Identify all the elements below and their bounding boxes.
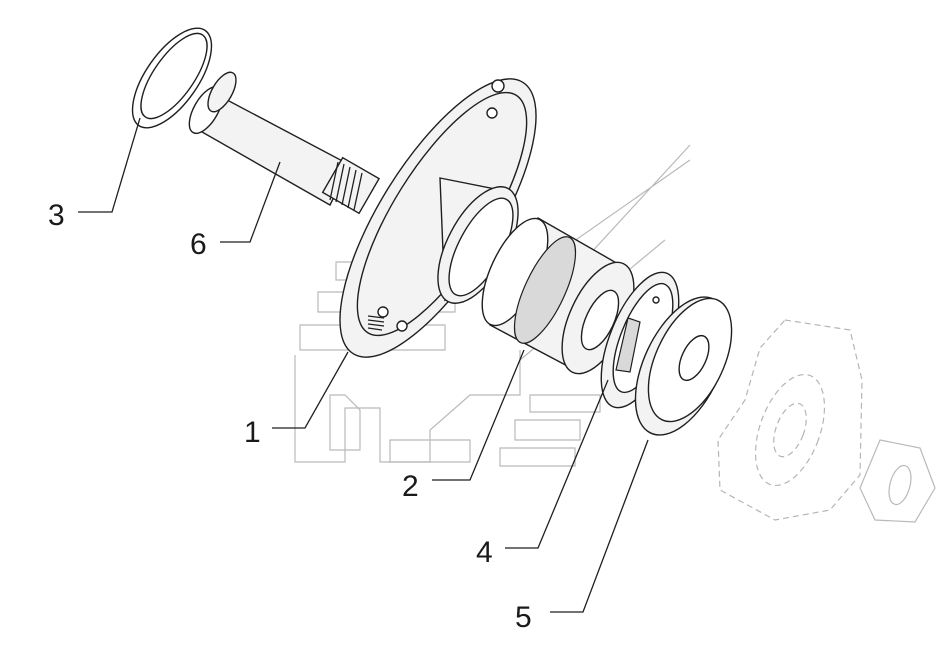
leader-lines <box>78 117 649 613</box>
leader-6 <box>220 161 281 243</box>
callout-3: 3 <box>48 199 65 232</box>
callout-1: 1 <box>244 416 261 449</box>
hub-marking <box>367 315 385 331</box>
leader-5 <box>550 439 649 613</box>
part-3-gasket-ring <box>131 27 213 129</box>
phantom-housing <box>717 319 863 521</box>
callout-5: 5 <box>515 601 532 634</box>
part-1-flanged-hub <box>339 78 537 358</box>
leader-3 <box>78 117 141 213</box>
part-5-washer <box>634 296 733 436</box>
part-6-threaded-shaft <box>188 71 381 215</box>
part-2-bearing <box>481 217 635 375</box>
callout-2: 2 <box>402 470 419 503</box>
callout-4: 4 <box>476 536 493 569</box>
leader-1 <box>272 351 349 429</box>
thread <box>321 156 381 215</box>
leader-4 <box>505 379 609 549</box>
phantom-nut <box>859 439 936 523</box>
leader-2 <box>432 349 525 481</box>
callout-6: 6 <box>190 228 207 261</box>
